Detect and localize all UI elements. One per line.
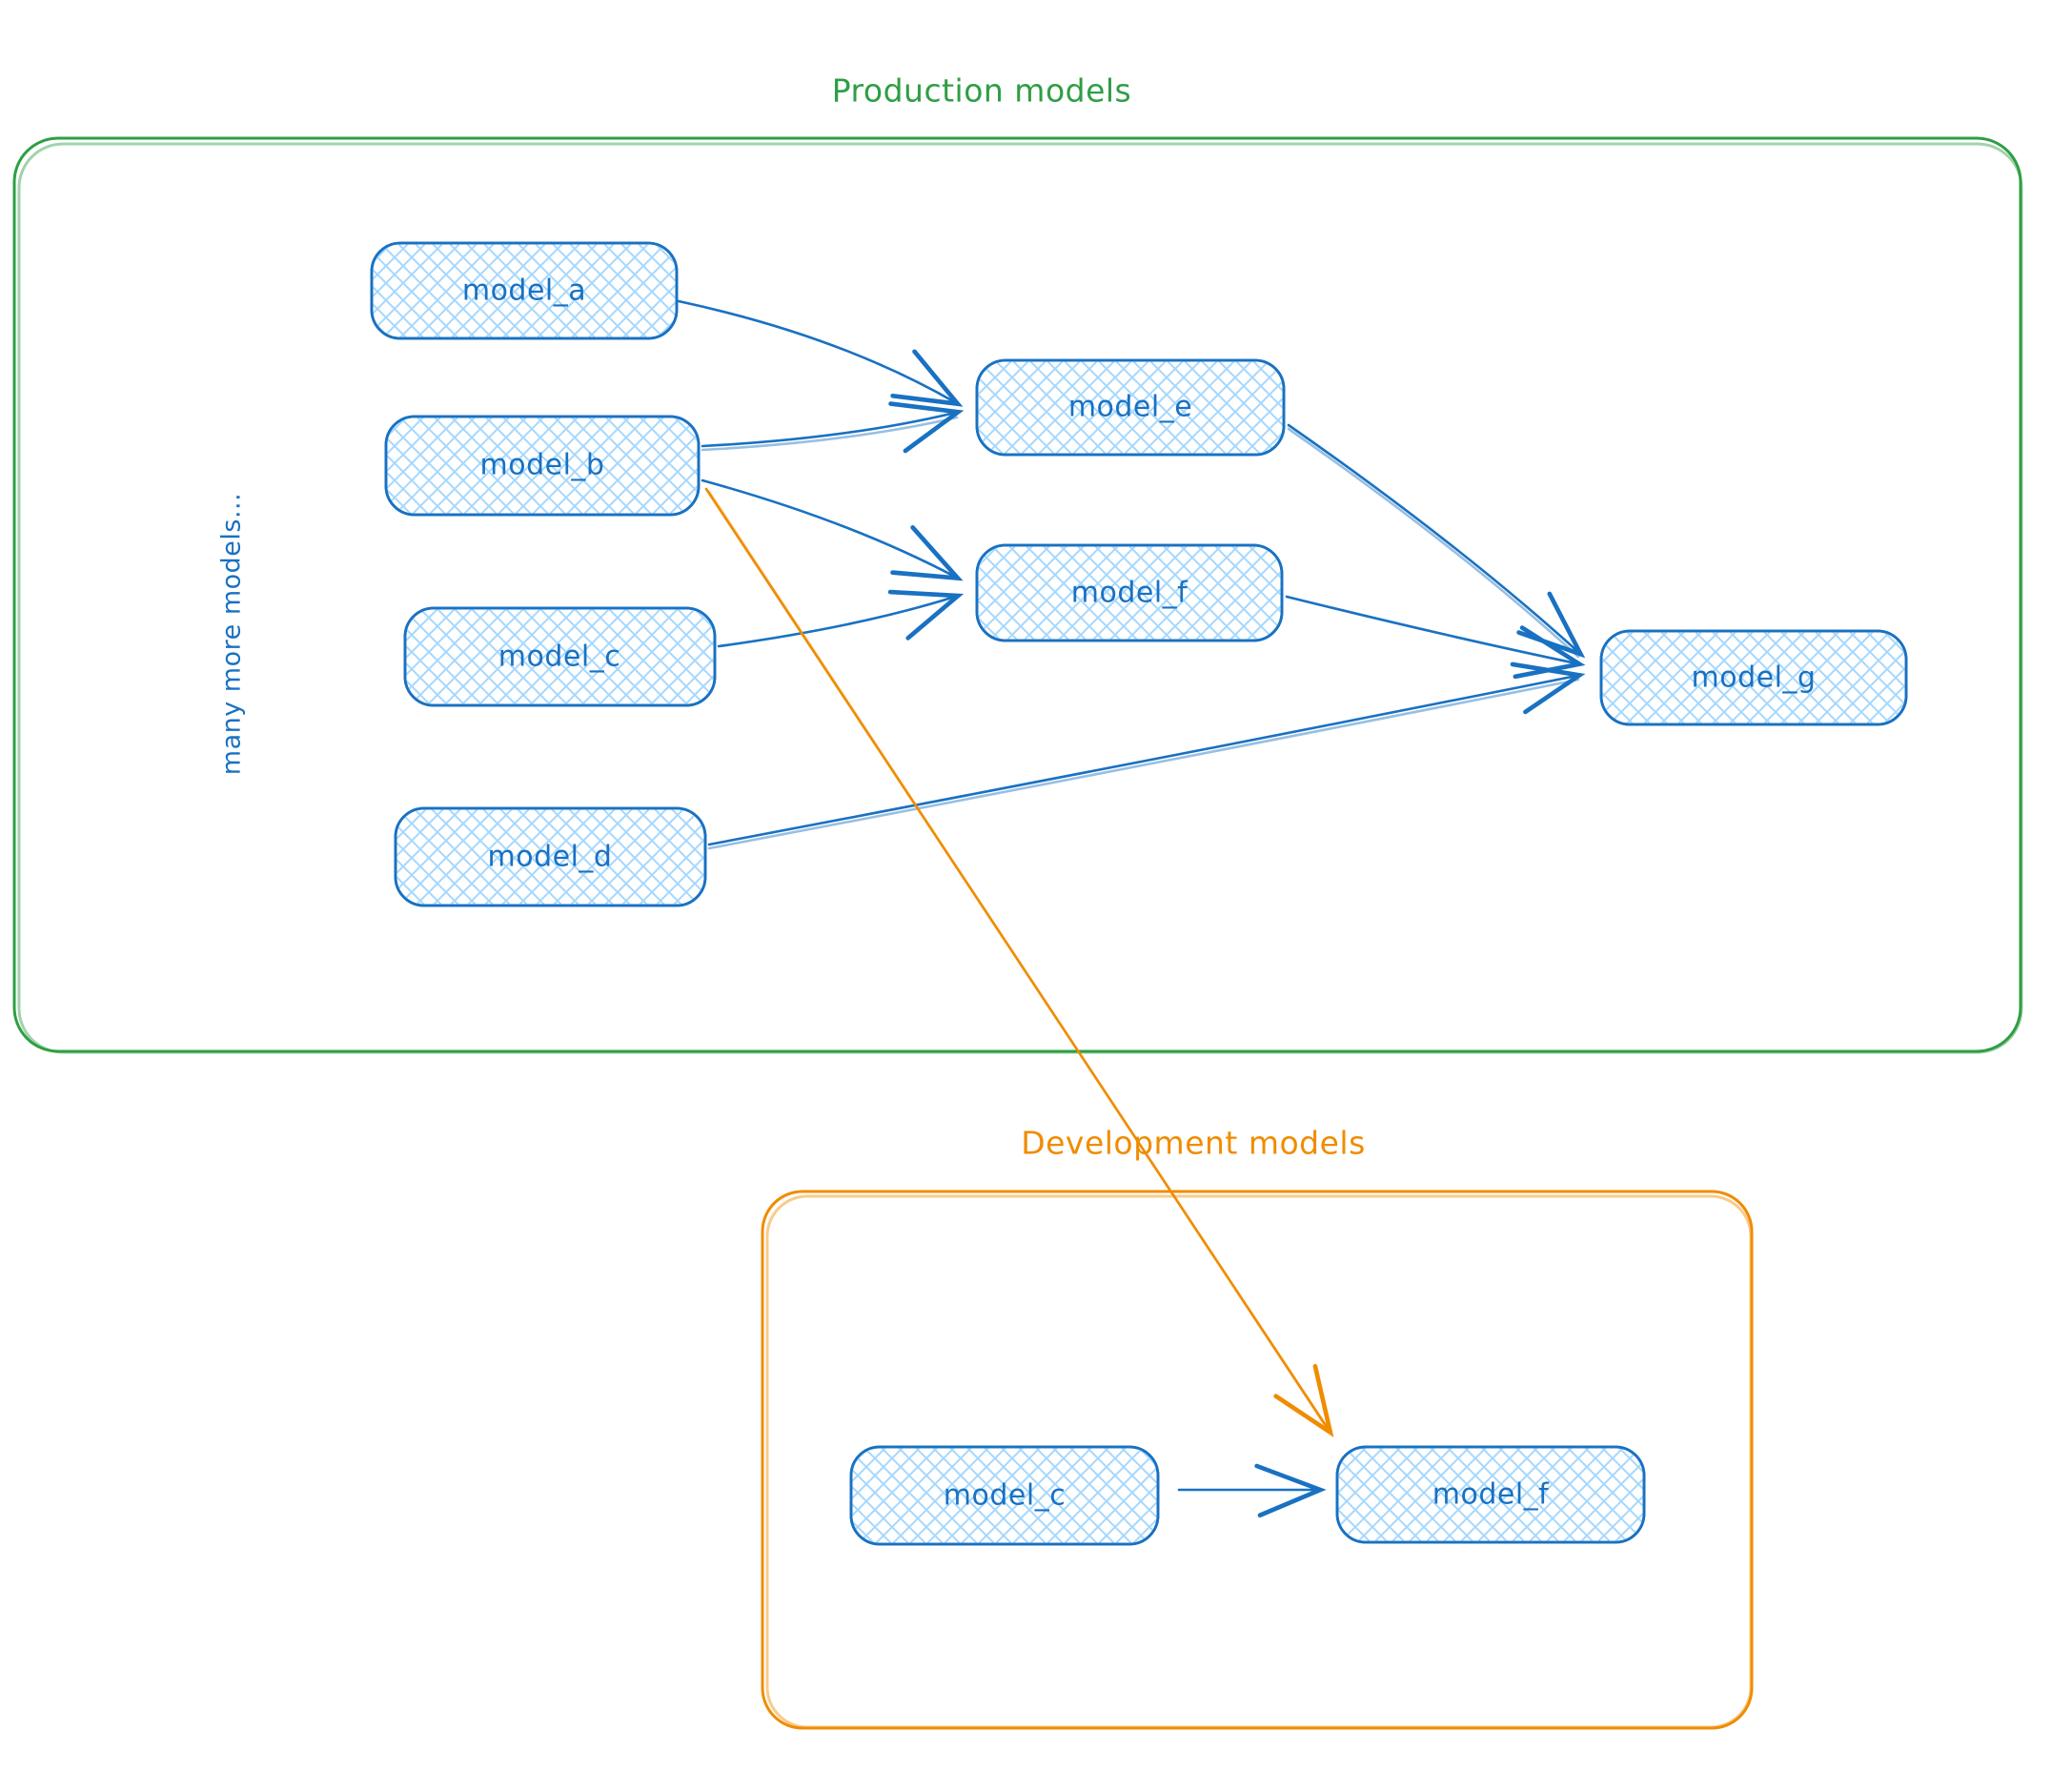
edge-model-b-to-dev-model-f[interactable] [704, 487, 1334, 1437]
edges-layer [677, 299, 1586, 1517]
node-label-dev-model-f: model_f [1432, 1478, 1550, 1512]
node-dev-model-c[interactable]: model_c [849, 1445, 1160, 1546]
node-label-model-e: model_e [1068, 391, 1192, 424]
node-label-dev-model-c: model_c [944, 1479, 1066, 1513]
edge-model-e-to-model-g[interactable] [1287, 423, 1586, 659]
node-model-a[interactable]: model_a [370, 241, 679, 340]
node-model-d[interactable]: model_d [394, 806, 707, 907]
edge-model-b-to-model-e[interactable] [701, 401, 965, 454]
node-label-model-b: model_b [480, 449, 605, 482]
edge-model-c-to-model-f[interactable] [717, 589, 965, 648]
node-model-b[interactable]: model_b [384, 415, 701, 517]
production-frame [12, 136, 2023, 1054]
many-more-models-note: many more models... [217, 493, 247, 775]
node-label-model-c: model_c [498, 641, 620, 674]
node-label-model-d: model_d [488, 841, 613, 874]
node-model-f[interactable]: model_f [975, 543, 1284, 642]
node-label-model-g: model_g [1692, 662, 1817, 695]
node-model-e[interactable]: model_e [975, 358, 1286, 457]
edge-model-f-to-model-g[interactable] [1285, 595, 1586, 680]
node-model-g[interactable]: model_g [1599, 629, 1908, 726]
edge-model-b-to-model-f[interactable] [701, 478, 964, 581]
development-title: Development models [1021, 1125, 1366, 1162]
node-model-c[interactable]: model_c [403, 606, 717, 707]
node-label-model-a: model_a [462, 275, 586, 308]
edge-model-a-to-model-e[interactable] [677, 299, 964, 407]
development-frame [761, 1190, 1754, 1730]
node-dev-model-f[interactable]: model_f [1335, 1445, 1646, 1544]
production-title: Production models [832, 72, 1132, 110]
edge-model-d-to-model-g[interactable] [707, 662, 1586, 846]
node-label-model-f: model_f [1071, 577, 1188, 610]
